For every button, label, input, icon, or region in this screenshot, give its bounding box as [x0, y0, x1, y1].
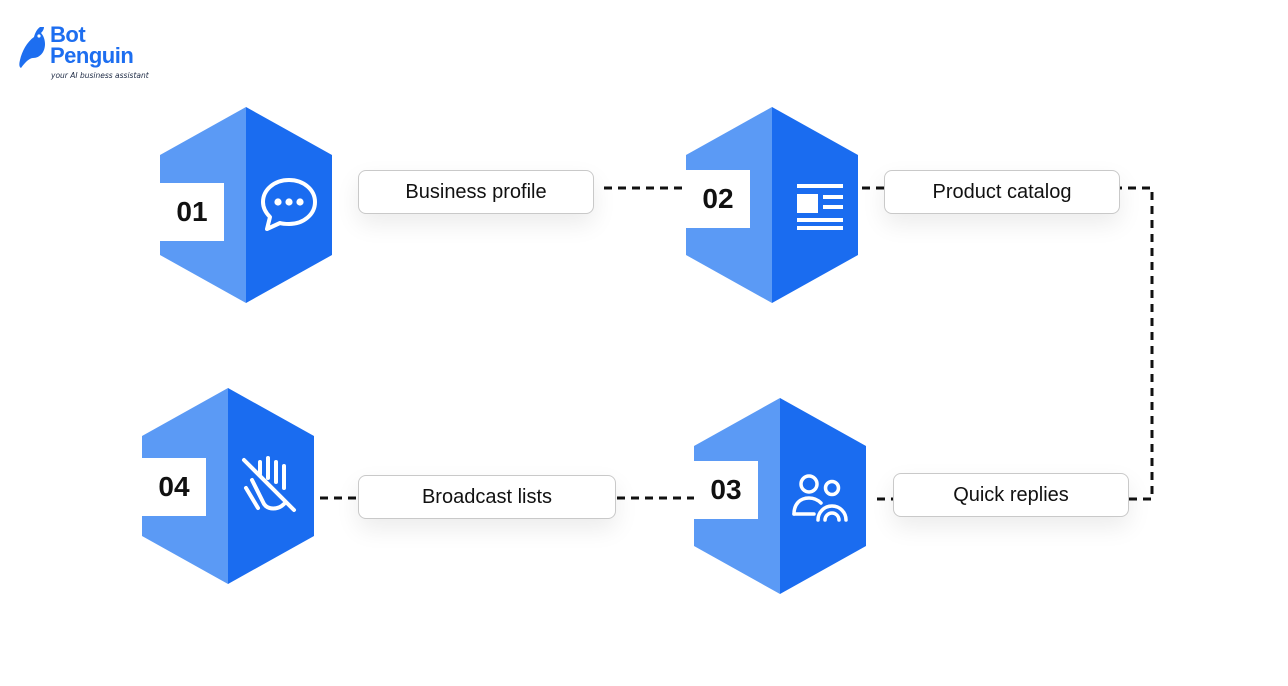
step-label-broadcast-lists: Broadcast lists: [358, 475, 616, 519]
step-node-01: 01: [160, 107, 332, 303]
article-layout-icon: [797, 184, 843, 230]
step-node-02: 02: [686, 107, 858, 303]
brand-tagline: your AI business assistant: [51, 71, 149, 80]
step-number: 03: [694, 461, 758, 519]
connector-02-03: [862, 186, 1154, 501]
brand-name-line2: Penguin: [50, 43, 134, 68]
penguin-logo-icon: [19, 27, 45, 68]
step-node-04: 04: [142, 388, 314, 584]
step-number: 01: [160, 183, 224, 241]
chat-bubble-icon: [261, 178, 317, 231]
step-label-business-profile: Business profile: [358, 170, 594, 214]
brand-name-line1: Bot: [50, 22, 86, 47]
brand-logo: Bot Penguin your AI business assistant: [18, 24, 158, 84]
step-number: 04: [142, 458, 206, 516]
step-node-03: 03: [694, 398, 866, 594]
hexagon-shape: [694, 398, 866, 594]
step-label-product-catalog: Product catalog: [884, 170, 1120, 214]
step-label-quick-replies: Quick replies: [893, 473, 1129, 517]
hand-off-icon: [242, 456, 296, 512]
users-icon: [792, 474, 848, 522]
step-number: 02: [686, 170, 750, 228]
